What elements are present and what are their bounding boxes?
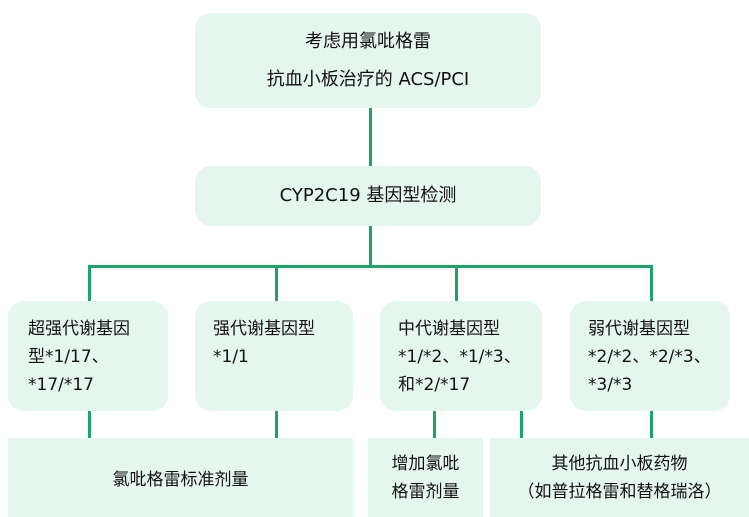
connector-bus-to-intermediate (455, 265, 458, 301)
outcome-alternative-drug-node: 其他抗血小板药物 （如普拉格雷和替格瑞洛） (490, 438, 749, 517)
genotype-test-node: CYP2C19 基因型检测 (195, 166, 541, 226)
phenotype-intermediate-node: 中代谢基因型 *1/*2、*1/*3、 和*2/*17 (380, 301, 542, 411)
connector-bus-to-poor (650, 265, 653, 301)
connector-bus (88, 265, 653, 268)
phenotype-line: *3/*3 (588, 375, 633, 395)
connector-top-to-test (369, 108, 372, 166)
phenotype-line: 型*1/17、 (28, 347, 109, 367)
connector-bus-to-ultra (88, 265, 91, 301)
outcome-alternative-line: （如普拉格雷和替格瑞洛） (517, 481, 722, 502)
connector-extensive-to-standard (275, 410, 278, 438)
phenotype-line: 强代谢基因型 (213, 319, 315, 339)
start-node-line1: 考虑用氯吡格雷 (305, 30, 431, 52)
phenotype-line: *17/*17 (28, 375, 94, 395)
phenotype-extensive-node: 强代谢基因型 *1/1 (195, 301, 353, 411)
start-node: 考虑用氯吡格雷 抗血小板治疗的 ACS/PCI (195, 13, 541, 108)
connector-ultra-to-standard (88, 410, 91, 438)
phenotype-ultrarapid-node: 超强代谢基因 型*1/17、 *17/*17 (8, 301, 168, 411)
phenotype-line: *1/*2、*1/*3、 (398, 347, 521, 367)
connector-test-to-bus (369, 226, 372, 266)
connector-intermediate-to-increase (433, 410, 436, 438)
connector-intermediate-to-alternative (520, 410, 523, 438)
outcome-increase-line: 增加氯吡 (391, 453, 460, 474)
phenotype-line: 和*2/*17 (398, 375, 471, 395)
outcome-increase-dose-node: 增加氯吡 格雷剂量 (368, 438, 483, 517)
phenotype-line: 弱代谢基因型 (588, 319, 690, 339)
connector-poor-to-alternative (650, 410, 653, 438)
outcome-increase-line: 格雷剂量 (391, 481, 460, 502)
phenotype-line: 超强代谢基因 (28, 319, 130, 339)
outcome-standard-dose-label: 氯吡格雷标准剂量 (112, 470, 249, 490)
phenotype-line: 中代谢基因型 (398, 319, 500, 339)
phenotype-poor-node: 弱代谢基因型 *2/*2、*2/*3、 *3/*3 (570, 301, 730, 411)
genotype-test-label: CYP2C19 基因型检测 (279, 185, 457, 206)
phenotype-line: *1/1 (213, 347, 249, 367)
outcome-standard-dose-node: 氯吡格雷标准剂量 (8, 438, 353, 517)
connector-bus-to-extensive (275, 265, 278, 301)
start-node-line2: 抗血小板治疗的 ACS/PCI (266, 68, 470, 90)
outcome-alternative-line: 其他抗血小板药物 (551, 453, 688, 474)
phenotype-line: *2/*2、*2/*3、 (588, 347, 711, 367)
